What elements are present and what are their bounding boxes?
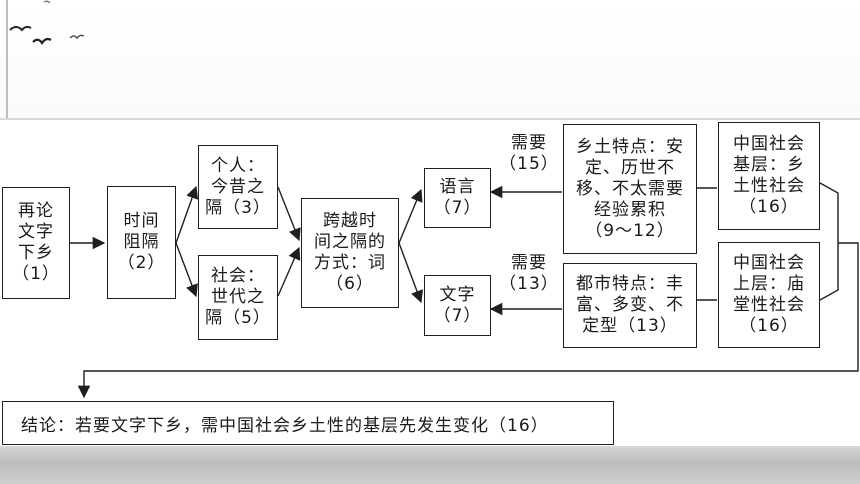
node-personal: 个人： 今昔之 隔（3） <box>198 145 278 229</box>
edge-personal-method <box>277 186 301 242</box>
left-decorative-rule <box>6 0 8 118</box>
top-divider <box>0 118 860 120</box>
edge-method-writing <box>398 242 423 304</box>
node-method: 跨越时 间之隔的 方式：词 （6） <box>301 198 399 308</box>
node-urban-traits: 都市特点：丰 富、多变、不 定型（13） <box>563 263 697 348</box>
node-time-gap: 时间 阻隔 （2） <box>107 186 176 299</box>
bottom-decorative-strip <box>0 446 860 484</box>
node-society: 社会： 世代之 隔（5） <box>198 255 278 340</box>
node-rural-traits: 乡土特点：安 定、历世不 移、不太需要 经验累积 （9～12） <box>563 124 697 254</box>
node-start: 再论 文字 下乡 （1） <box>2 187 70 299</box>
top-decorative-strip <box>0 0 860 120</box>
node-writing: 文字 （7） <box>424 275 491 336</box>
node-china-base: 中国社会 基层：乡 土性社会 （16） <box>718 122 820 230</box>
bracket-right <box>819 182 839 301</box>
edge-method-language <box>398 188 423 244</box>
node-language: 语言 （7） <box>424 168 491 228</box>
edge-time-gap-personal <box>175 185 199 244</box>
label-needs-15: 需要 （15） <box>499 133 559 174</box>
conclusion-box: 结论：若要文字下乡，需中国社会乡土性的基层先发生变化（16） <box>2 401 614 445</box>
node-china-upper: 中国社会 上层：庙 堂性社会 （16） <box>718 242 820 348</box>
edge-time-gap-society <box>175 242 198 298</box>
label-needs-13: 需要 （13） <box>499 253 559 294</box>
edge-society-method <box>277 246 301 297</box>
